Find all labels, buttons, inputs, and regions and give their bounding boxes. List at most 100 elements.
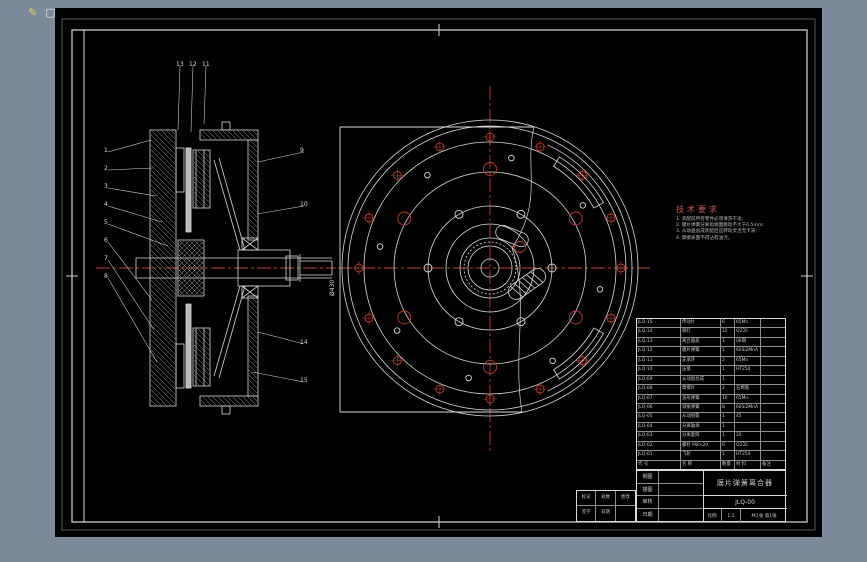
hatch-line [179,271,204,296]
hatch-line [255,296,258,299]
hatch-line [150,359,176,385]
hatch-line [150,244,176,270]
leader-line [107,187,157,197]
callout-label: 1 [104,147,108,154]
hatch-line [248,198,258,208]
hatch-line [171,130,176,135]
hatch-line [150,254,176,280]
hatch-line [222,396,232,406]
hatch-line [248,309,258,319]
hatch-line [150,304,176,330]
parts-list-cell: 石棉基 [735,385,761,394]
hatch-line [227,130,237,140]
hatch-line [150,234,176,260]
bolt-hole [393,327,401,334]
parts-list-cell: 1 [721,451,735,460]
damper-spring-window [507,268,547,300]
hatch-line [150,309,176,335]
parts-list-cell [761,338,785,346]
leader-line [107,241,153,301]
hatch-line [237,130,247,140]
hatch-line [248,188,258,198]
bolt-hole [454,209,464,219]
revision-cell: 日期 [596,506,616,521]
hatch-line [150,379,176,405]
leader-line [177,65,181,131]
hatch-line [248,344,258,354]
staff-row: 日期 [637,508,703,521]
document-icon[interactable]: ▢ [45,5,56,19]
parts-list-cell: HT250 [735,366,761,375]
hatch-line [178,246,204,272]
bolt-hole [568,310,583,325]
hatch-line [184,276,204,296]
hatch-line [193,329,210,346]
title-block-staff: 制图描图审核日期 [637,471,704,521]
callout-label: 7 [104,255,108,262]
hatch-line [202,328,210,336]
hatch-line [150,349,176,375]
hatch-line [150,324,176,350]
tech-requirement-line: 4. 摩擦表面不得沾有油污。 [676,235,733,241]
hatch-line [193,196,205,208]
hatch-line [150,344,176,370]
leader-line [257,331,305,345]
revision-cell: 签字 [577,506,597,521]
tech-requirements: 技术要求 1. 装配前所有零件必须清洗干净;2. 膜片弹簧分离指端面跳动不大于0… [676,204,802,242]
hatch-line [248,203,258,213]
hatch-line [193,201,200,208]
hatch-line [217,396,227,406]
parts-list-cell [761,366,785,374]
parts-list-cell: JLQ-03 [637,432,681,441]
revision-cell: 更改 [615,491,635,506]
bolt-hole [423,263,433,273]
parts-list-cell: JLQ-15 [637,319,681,328]
pencil-icon[interactable]: ✎ [28,5,38,19]
hatch-line [248,158,258,168]
title-block: 制图描图审核日期 膜片弹簧离合器 JLQ-00 比例 1:2 共1张 第1张 [636,470,787,523]
callout-label: 12 [189,61,197,68]
hatch-line [248,339,258,349]
parts-list-cell: JLQ-09 [637,375,681,385]
leader-line [107,167,154,171]
hatch-line [248,148,258,158]
left-section-view [135,121,333,415]
hatch-line [199,240,204,245]
leader-line [107,139,152,153]
callout-label: 4 [104,201,108,208]
callout-label: 14 [300,339,308,346]
hatch-line [150,384,172,406]
parts-list-cell: 飞轮 [681,451,721,460]
hatch-line [242,396,252,406]
hatch-line [189,281,204,296]
parts-list-cell: 10 [721,394,735,403]
extra-red-marks [514,241,526,253]
parts-list-cell: JLQ-07 [637,394,681,403]
hatch-line [207,150,210,153]
hatch-line [178,259,204,285]
parts-list-cell: 螺栓 M8×20 [681,441,721,451]
hatch-line [193,359,210,376]
hatch-line [150,389,167,406]
hatch-line [150,174,176,200]
hatch-line [197,328,210,341]
hatch-line [178,240,200,262]
hatch-line [150,189,176,215]
parts-list-cell [761,376,785,384]
hatch-line [200,133,207,140]
hatch-line [250,296,258,304]
bolt-hole [579,202,587,209]
hatch-line [212,130,222,140]
staff-row: 描图 [637,483,703,496]
callout-label: 13 [176,61,184,68]
hatch-line [194,286,204,296]
hatch-line [207,396,217,406]
staff-value [659,496,703,508]
hatch-line [178,254,204,280]
hatch-line [248,228,258,238]
hatch-line [248,314,258,324]
hatch-line [248,213,258,223]
